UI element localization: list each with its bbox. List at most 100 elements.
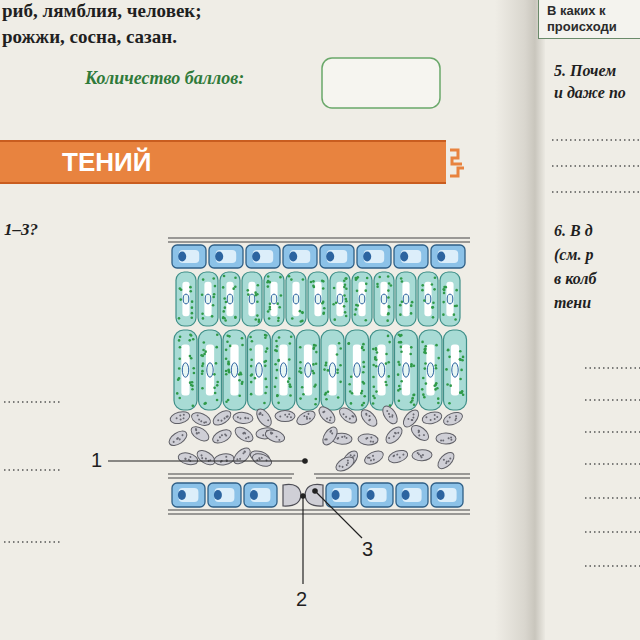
- spongy-cell: [380, 404, 400, 427]
- cuticle-line: [168, 241, 470, 242]
- question-text: 6. В д: [554, 222, 593, 240]
- epidermis-cell: [209, 245, 243, 268]
- palisade-cell: [199, 330, 222, 410]
- epidermis-cell: [394, 245, 428, 268]
- epidermis-cell: [283, 245, 317, 268]
- cuticle-line: [314, 473, 470, 474]
- spongy-cell: [231, 445, 253, 467]
- spongy-cell: [233, 424, 256, 444]
- palisade-cell: [223, 330, 246, 410]
- spongy-cell: [358, 407, 380, 429]
- spongy-cell: [264, 428, 286, 445]
- spongy-cell: [412, 449, 432, 461]
- palisade-cell: [374, 272, 394, 326]
- question-text: и даже по: [554, 84, 626, 102]
- spongy-cell: [334, 454, 357, 474]
- palisade-cell: [444, 330, 467, 410]
- palisade-cell: [395, 330, 418, 410]
- palisade-cell: [220, 272, 240, 326]
- epidermis-cell: [246, 245, 280, 268]
- cuticle-line: [168, 473, 294, 474]
- spongy-cell: [189, 424, 212, 444]
- question-text: тени: [554, 294, 591, 312]
- answer-lines: [4, 140, 640, 566]
- palisade-cell: [396, 272, 416, 326]
- palisade-cell: [308, 272, 328, 326]
- palisade-cell: [198, 272, 218, 326]
- question-text: (см. р: [554, 246, 593, 264]
- epidermis-cell: [244, 483, 277, 507]
- palisade-cell: [248, 330, 271, 410]
- spongy-cell: [233, 412, 254, 425]
- text-fragment: рожжи, сосна, сазан.: [2, 26, 177, 48]
- palisade-cell: [370, 330, 393, 410]
- callout-number: 3: [362, 538, 373, 561]
- spongy-cell: [383, 424, 405, 446]
- palisade-cell: [286, 272, 306, 326]
- question-box: В каких к происходи: [538, 0, 640, 39]
- epidermis-cell: [396, 483, 428, 507]
- spongy-cell: [195, 448, 218, 468]
- spongy-cell: [421, 410, 443, 426]
- cuticle-line: [168, 513, 470, 514]
- spongy-cell: [320, 425, 340, 448]
- palisade-cell: [418, 272, 438, 326]
- text-fragment: риб, лямблия, человек;: [2, 0, 202, 22]
- node-text: В каких к происходи: [547, 3, 627, 34]
- spongy-cell: [251, 451, 274, 469]
- spongy-cell: [387, 448, 409, 465]
- spongy-cell: [337, 405, 360, 426]
- spongy-cell: [190, 410, 213, 428]
- callout-number: 1: [91, 449, 102, 472]
- question-text: 1–3?: [4, 220, 38, 240]
- cuticle-line: [168, 477, 292, 478]
- spongy-cell: [169, 410, 191, 426]
- epidermis-cell: [208, 483, 241, 507]
- spongy-cell: [177, 451, 199, 467]
- epidermis-cell: [431, 245, 465, 268]
- score-box: [322, 58, 440, 108]
- spongy-cell: [363, 448, 386, 467]
- palisade-cell: [174, 330, 197, 410]
- book-gutter: [495, 0, 545, 640]
- palisade-cell: [176, 272, 196, 326]
- palisade-cell: [352, 272, 372, 326]
- palisade-cell: [242, 272, 262, 326]
- spongy-cell: [316, 404, 338, 426]
- spongy-cell: [442, 410, 465, 428]
- epidermis-cell: [361, 483, 393, 507]
- spongy-cell: [275, 411, 295, 422]
- spongy-cell: [211, 427, 234, 446]
- palisade-cell: [321, 330, 344, 410]
- callout-number: 2: [296, 588, 307, 611]
- epidermis-cell: [172, 483, 205, 507]
- cuticle-line: [316, 477, 470, 478]
- epidermis-cell: [326, 483, 358, 507]
- spongy-cell: [435, 450, 457, 472]
- spongy-cell: [254, 406, 275, 429]
- question-text: 5. Почем: [554, 62, 616, 80]
- cuticle-line: [168, 237, 470, 238]
- spongy-cell: [213, 452, 234, 466]
- leader-lines: [108, 459, 362, 584]
- palisade-cell: [346, 330, 369, 410]
- epidermis-cell: [172, 245, 206, 268]
- palisade-cell: [419, 330, 442, 410]
- cuticle-line: [168, 509, 470, 510]
- epidermis-cell: [431, 483, 463, 507]
- epidermis-cell: [320, 245, 354, 268]
- spongy-cell: [211, 408, 234, 428]
- palisade-cell: [272, 330, 295, 410]
- spongy-cell: [358, 433, 379, 445]
- spongy-cell: [409, 422, 432, 443]
- node-text: ТЕНИЙ: [62, 147, 446, 178]
- palisade-cell: [297, 330, 320, 410]
- palisade-cell: [330, 272, 350, 326]
- question-text: в колб: [554, 270, 596, 288]
- epidermis-cell: [357, 245, 391, 268]
- banner-ornament: [450, 150, 464, 176]
- spongy-cell: [167, 428, 190, 448]
